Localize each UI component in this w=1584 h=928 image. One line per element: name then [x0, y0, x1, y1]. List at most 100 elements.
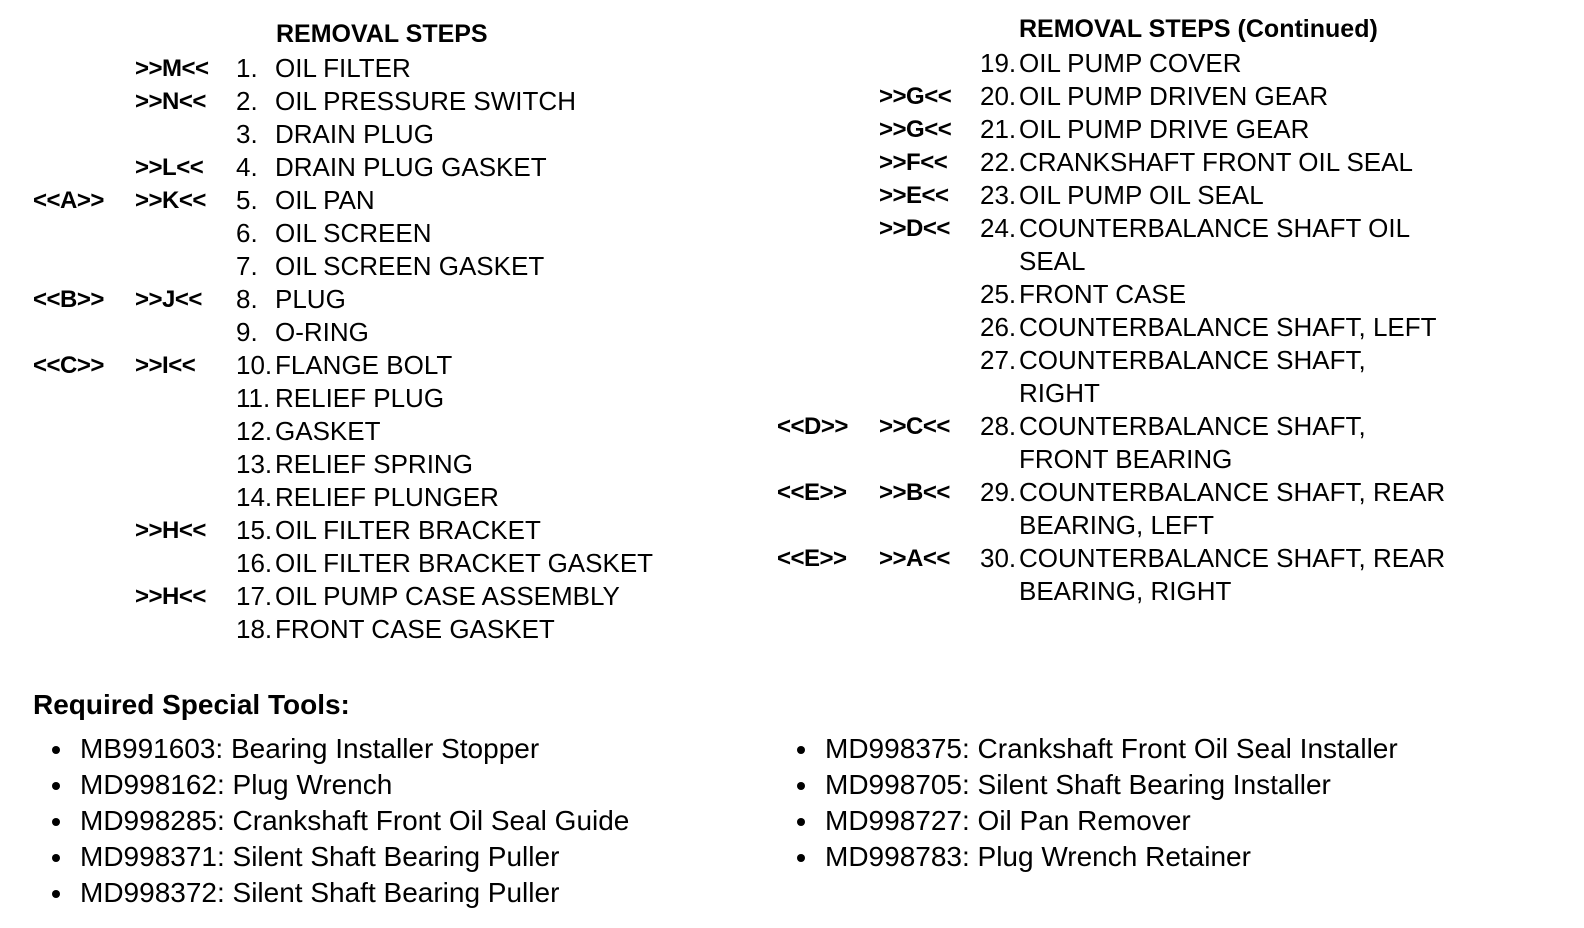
- step-row: 3. DRAIN PLUG: [0, 118, 1584, 151]
- tool-item: MD998727: Oil Pan Remover: [778, 803, 1398, 839]
- tool-text: MD998285: Crankshaft Front Oil Seal Guid…: [80, 805, 630, 836]
- step-row: 26.COUNTERBALANCE SHAFT, LEFT: [0, 311, 1584, 344]
- step-code-b: >>E<<: [879, 182, 949, 209]
- bullet-icon: [797, 818, 805, 826]
- left-heading: REMOVAL STEPS: [276, 20, 488, 48]
- step-text: PLUG: [275, 284, 346, 314]
- step-row: 18.FRONT CASE GASKET: [0, 613, 1584, 646]
- step-code-a: <<B>>: [33, 286, 104, 313]
- step-number: 7.: [236, 251, 258, 281]
- step-row: >>M<< 1. OIL FILTER: [0, 52, 1584, 85]
- step-number: 12.: [236, 416, 273, 446]
- step-text: OIL PUMP COVER: [1019, 48, 1242, 78]
- step-text: RELIEF SPRING: [275, 449, 473, 479]
- tool-text: MD998372: Silent Shaft Bearing Puller: [80, 877, 560, 908]
- step-text: FLANGE BOLT: [275, 350, 453, 380]
- step-text: O-RING: [275, 317, 369, 347]
- step-code-b: >>J<<: [135, 286, 202, 313]
- step-text: OIL PUMP OIL SEAL: [1019, 180, 1264, 210]
- step-text-continued: SEAL: [1019, 246, 1086, 276]
- step-row: 12.GASKET: [0, 415, 1584, 448]
- step-row: 14.RELIEF PLUNGER: [0, 481, 1584, 514]
- step-number: 28.: [980, 411, 1017, 441]
- step-number: 1.: [236, 53, 258, 83]
- step-number: 15.: [236, 515, 273, 545]
- step-row: 19.OIL PUMP COVER: [0, 47, 1584, 80]
- step-code-b: >>H<<: [135, 583, 206, 610]
- tool-text: MD998375: Crankshaft Front Oil Seal Inst…: [825, 733, 1398, 764]
- step-row: <<E>>>>B<<29.COUNTERBALANCE SHAFT, REAR: [0, 476, 1584, 509]
- step-number: 9.: [236, 317, 258, 347]
- step-code-b: >>M<<: [135, 55, 209, 82]
- step-code-b: >>I<<: [135, 352, 196, 379]
- bullet-icon: [52, 890, 60, 898]
- step-code-b: >>D<<: [879, 215, 950, 242]
- step-number: 8.: [236, 284, 258, 314]
- tool-item: MD998372: Silent Shaft Bearing Puller: [33, 875, 629, 911]
- right-heading: REMOVAL STEPS (Continued): [1019, 15, 1378, 43]
- step-code-a: <<C>>: [33, 352, 104, 379]
- step-number: 21.: [980, 114, 1017, 144]
- step-text: DRAIN PLUG: [275, 119, 434, 149]
- step-text: COUNTERBALANCE SHAFT,: [1019, 345, 1366, 375]
- step-row: >>L<<4.DRAIN PLUG GASKET: [0, 151, 1584, 184]
- step-text: FRONT CASE GASKET: [275, 614, 555, 644]
- step-code-b: >>A<<: [879, 545, 950, 572]
- step-text: OIL FILTER: [275, 53, 411, 83]
- tool-text: MD998705: Silent Shaft Bearing Installer: [825, 769, 1331, 800]
- step-row: <<B>> >>J<< 8. PLUG: [0, 283, 1584, 316]
- step-code-a: <<E>>: [777, 545, 847, 572]
- step-code-b: >>G<<: [879, 83, 952, 110]
- step-number: 16.: [236, 548, 273, 578]
- step-code-b: >>C<<: [879, 413, 950, 440]
- step-number: 20.: [980, 81, 1017, 111]
- step-text: OIL PUMP DRIVEN GEAR: [1019, 81, 1329, 111]
- step-text: OIL SCREEN: [275, 218, 432, 248]
- step-row-continued: BEARING, RIGHT: [0, 575, 1584, 608]
- step-number: 3.: [236, 119, 258, 149]
- tool-text: MD998371: Silent Shaft Bearing Puller: [80, 841, 560, 872]
- step-number: 24.: [980, 213, 1017, 243]
- step-code-b: >>B<<: [879, 479, 950, 506]
- step-code-a: <<D>>: [777, 413, 848, 440]
- bullet-icon: [797, 746, 805, 754]
- step-row: <<E>>>>A<<30.COUNTERBALANCE SHAFT, REAR: [0, 542, 1584, 575]
- step-row: 13.RELIEF SPRING: [0, 448, 1584, 481]
- step-text: DRAIN PLUG GASKET: [275, 152, 547, 182]
- bullet-icon: [52, 782, 60, 790]
- step-row: 16.OIL FILTER BRACKET GASKET: [0, 547, 1584, 580]
- step-row: >>F<<22.CRANKSHAFT FRONT OIL SEAL: [0, 146, 1584, 179]
- tool-text: MD998783: Plug Wrench Retainer: [825, 841, 1251, 872]
- step-number: 11.: [236, 383, 271, 413]
- step-text: RELIEF PLUG: [275, 383, 445, 413]
- step-number: 2.: [236, 86, 258, 116]
- tool-item: MD998783: Plug Wrench Retainer: [778, 839, 1398, 875]
- step-text: FRONT CASE: [1019, 279, 1187, 309]
- step-text: OIL FILTER BRACKET: [275, 515, 541, 545]
- step-number: 4.: [236, 152, 258, 182]
- step-number: 10.: [236, 350, 273, 380]
- step-number: 30.: [980, 543, 1017, 573]
- step-text-continued: FRONT BEARING: [1019, 444, 1233, 474]
- step-row: <<A>>>>K<<5.OIL PAN: [0, 184, 1584, 217]
- step-row: >>H<<15.OIL FILTER BRACKET: [0, 514, 1584, 547]
- bullet-icon: [52, 818, 60, 826]
- step-number: 23.: [980, 180, 1017, 210]
- step-text: OIL PUMP CASE ASSEMBLY: [275, 581, 620, 611]
- step-text: COUNTERBALANCE SHAFT OIL: [1019, 213, 1411, 243]
- step-number: 26.: [980, 312, 1017, 342]
- tools-title: Required Special Tools:: [33, 689, 350, 720]
- step-code-b: >>N<<: [135, 88, 206, 115]
- step-number: 22.: [980, 147, 1017, 177]
- step-row-continued: RIGHT: [0, 377, 1584, 410]
- tool-text: MD998727: Oil Pan Remover: [825, 805, 1191, 836]
- step-code-a: <<A>>: [33, 187, 104, 214]
- bullet-icon: [52, 854, 60, 862]
- step-row-continued: SEAL: [0, 245, 1584, 278]
- step-code-a: <<E>>: [777, 479, 847, 506]
- tool-item: MD998371: Silent Shaft Bearing Puller: [33, 839, 629, 875]
- step-text: OIL FILTER BRACKET GASKET: [275, 548, 654, 578]
- step-code-b: >>F<<: [879, 149, 948, 176]
- step-row: 6.OIL SCREEN: [0, 217, 1584, 250]
